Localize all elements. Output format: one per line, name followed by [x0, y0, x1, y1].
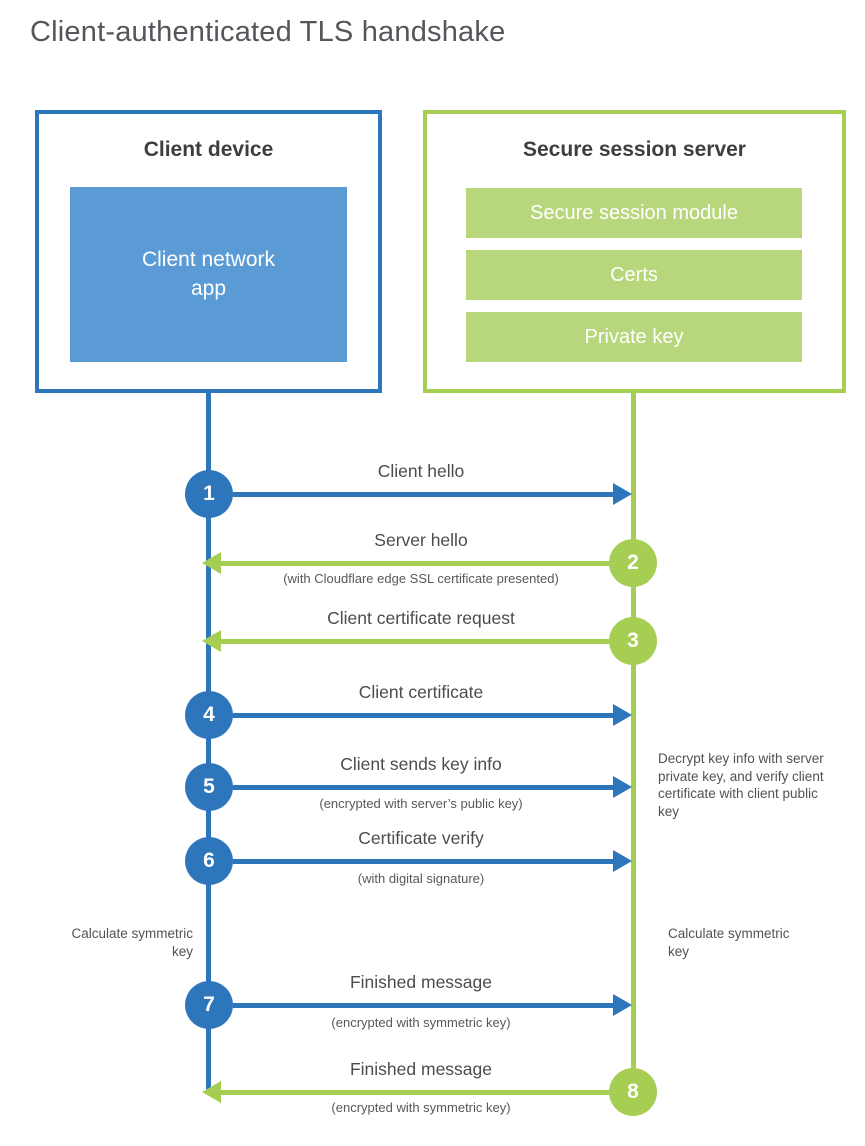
message-label: Client sends key info [340, 754, 502, 774]
message-label: Finished message [349, 972, 493, 992]
secure-session-server-box: Secure session server Secure session mod… [423, 110, 846, 393]
arrowhead-right-icon [613, 994, 632, 1016]
message-sublabel: (with digital signature) [357, 871, 485, 886]
page-title: Client-authenticated TLS handshake [30, 16, 506, 48]
client-lifeline [206, 393, 211, 1094]
arrowhead-right-icon [613, 776, 632, 798]
server-module-label: Private key [584, 325, 684, 348]
calculate-symmetric-key-left: Calculate symmetric key [71, 926, 193, 959]
message-sublabel: (encrypted with server’s public key) [319, 796, 523, 811]
arrowhead-right-icon [613, 483, 632, 505]
message-arrow-line [233, 492, 613, 497]
server-module-bar: Private key [466, 312, 802, 362]
step-number-badge: 1 [185, 470, 233, 518]
message-label: Client hello [377, 461, 465, 481]
arrowhead-right-icon [613, 704, 632, 726]
server-module-label: Secure session module [530, 201, 738, 224]
message-arrow-line [221, 639, 609, 644]
arrowhead-left-icon [202, 1081, 221, 1103]
arrowhead-right-icon [613, 850, 632, 872]
step-number-badge: 6 [185, 837, 233, 885]
step-number-badge: 7 [185, 981, 233, 1029]
server-module-bar: Certs [466, 250, 802, 300]
message-arrow-line [221, 1090, 609, 1095]
message-label: Client certificate [358, 682, 484, 702]
client-network-app-box: Client network app [70, 187, 347, 362]
message-arrow-line [233, 1003, 613, 1008]
message-arrow-line [233, 713, 613, 718]
arrowhead-left-icon [202, 630, 221, 652]
message-sublabel: (encrypted with symmetric key) [331, 1100, 511, 1115]
client-device-box: Client device Client network app [35, 110, 382, 393]
step-number-badge: 4 [185, 691, 233, 739]
message-label: Certificate verify [358, 828, 484, 848]
message-arrow-line [233, 859, 613, 864]
server-lifeline [631, 393, 636, 1068]
server-module-bar: Secure session module [466, 188, 802, 238]
client-network-app-label: Client network app [141, 248, 276, 300]
arrowhead-left-icon [202, 552, 221, 574]
message-label: Client certificate request [327, 608, 515, 628]
server-module-label: Certs [610, 263, 658, 286]
calculate-symmetric-key-right: Calculate symmetric key [668, 926, 790, 959]
message-arrow-line [221, 561, 609, 566]
client-device-title: Client device [143, 138, 274, 161]
message-sublabel: (with Cloudflare edge SSL certificate pr… [283, 571, 559, 586]
step-number-badge: 5 [185, 763, 233, 811]
message-arrow-line [233, 785, 613, 790]
message-sublabel: (encrypted with symmetric key) [331, 1015, 511, 1030]
message-label: Finished message [349, 1059, 493, 1079]
server-decrypt-note: Decrypt key info with server private key… [658, 751, 824, 819]
step-number-badge: 8 [609, 1068, 657, 1116]
step-number-badge: 3 [609, 617, 657, 665]
secure-session-server-title: Secure session server [523, 138, 746, 161]
step-number-badge: 2 [609, 539, 657, 587]
message-label: Server hello [374, 530, 468, 550]
